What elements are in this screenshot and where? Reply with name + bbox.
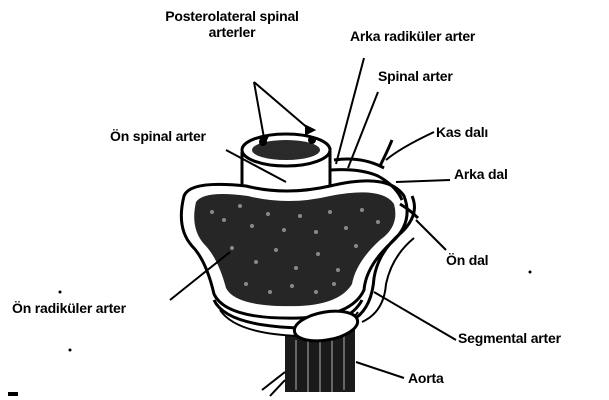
label-arka-dal: Arka dal bbox=[454, 166, 508, 182]
label-arka-radikuler: Arka radiküler arter bbox=[350, 28, 475, 44]
label-on-dal: Ön dal bbox=[446, 252, 488, 268]
label-spinal-arter: Spinal arter bbox=[378, 68, 453, 84]
label-segmental: Segmental arter bbox=[458, 330, 561, 346]
vertebral-body bbox=[181, 181, 407, 336]
label-kas-dali: Kas dalı bbox=[436, 124, 488, 140]
label-on-radikuler: Ön radiküler arter bbox=[12, 300, 126, 316]
label-on-spinal: Ön spinal arter bbox=[110, 128, 206, 144]
label-aorta: Aorta bbox=[408, 370, 444, 386]
